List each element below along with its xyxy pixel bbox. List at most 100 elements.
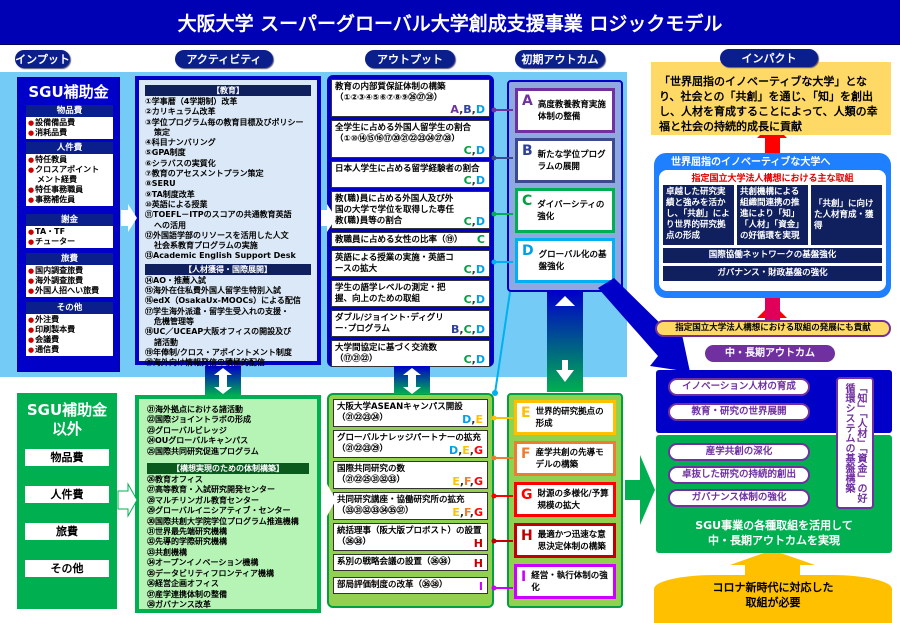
mid-outcome-item: イノベーション人材の育成 <box>668 378 810 396</box>
initiative-item: 「共創」に向けた人材育成・獲得 <box>811 185 882 245</box>
outcome-codes: B,C,D <box>451 323 485 336</box>
initiative-bar: 国際協働ネットワークの基盤強化 <box>663 248 882 263</box>
activity-item: ②カリキュラム改革 <box>145 107 216 117</box>
activity-item: ⑱UC／UCEAP大阪オフィスの開設及び <box>145 327 292 337</box>
outcome-code-c: C <box>476 233 485 246</box>
outcome-code-c: C <box>463 215 472 228</box>
output-refs: （①②③④⑤⑥⑦⑧⑨㉖㉗㉘） <box>335 93 443 103</box>
outcome-code-d: D <box>475 103 485 116</box>
outcome-letter: F <box>521 446 531 462</box>
corona-line: 取組が必要 <box>745 596 801 609</box>
output-item: 教(職)員に占める外国人及び外国の大学で学位を取得した専任教(職)員等の割合 （… <box>331 191 490 229</box>
activity-item: ㉔OUグローバルキャンパス <box>147 436 249 446</box>
outcome-code-c: C <box>463 144 472 157</box>
sgu-funds-box: SGU補助金 物品費 設備備品費 消耗品費 人件費 特任教員 クロスアポイント … <box>17 77 120 372</box>
column-header-impact: インパクト <box>720 49 818 67</box>
outcome-code-c: C <box>463 293 472 306</box>
arrow-corona <box>730 550 815 575</box>
output-item: 大学間協定に基づく交流数 （⑰㉑㉒） C,D <box>331 340 490 367</box>
outcome-letter: C <box>522 193 533 209</box>
fund-category-name: 人件費 <box>26 142 113 154</box>
output-text: 統括理事（阪大版プロボスト）の設置 <box>337 526 482 536</box>
output-item: 日本人学生に占める留学経験者の割合 （①⑩⑫⑬⑰㉑㉒㉓㉔㉕㉙） C,D <box>331 161 490 188</box>
output-item: 共同研究講座・協働研究所の拡充 （㉝㉛㉜㉝㉞㉟㊲） E,F,G <box>333 492 488 520</box>
outcome-code-h: H <box>473 557 483 570</box>
outcome-code-g: G <box>473 475 483 488</box>
corona-box: コロナ新時代に対応した 取組が必要 <box>654 575 892 623</box>
fund-category: 謝金 TA・TF チューター <box>26 214 113 248</box>
page-title: 大阪大学 スーパーグローバル大学創成支援事業 ロジックモデル <box>0 0 900 45</box>
output-refs: （⑰㉑㉒） <box>335 354 378 364</box>
outcome-code-e: E <box>462 444 470 457</box>
activity-item: ㉘マルチリンガル教育センター <box>147 495 259 505</box>
activity-item: ㉞オープンイノベーション機構 <box>147 558 259 568</box>
outcome-text: 財源の多様化/予算規模の拡大 <box>537 488 609 511</box>
activity-item: ⑳海外向け情報発信の積極的配信 <box>145 358 265 368</box>
fund-category: その他 外注費 印刷製本費 会議費 通信費 <box>26 302 113 356</box>
impact-text: 「世界屈指のイノベーティブな大学」となり、社会との「共創」を通じ、「知」を創出し… <box>659 75 878 133</box>
fund-category-name: その他 <box>26 302 113 314</box>
activity-item: ㉖教育オフィス <box>147 475 203 485</box>
activity-item: ⑬Academic English Support Desk <box>145 251 296 261</box>
contribution-pill: 指定国立大学法人構想における取組の発展にも貢献 <box>655 320 891 337</box>
output-refs: （㊱㊳） <box>413 580 448 590</box>
output-refs: （㊱㊳） <box>422 557 457 567</box>
activity-item: ⑥シラバスの実質化 <box>145 158 216 168</box>
output-refs: （㉑㉒㉓㉔） <box>337 413 389 423</box>
outcome-text: 新たな学位プログラムの展開 <box>537 149 606 172</box>
outcome-text: グローバル化の基盤強化 <box>538 249 607 272</box>
outcome-codes: E,F,G <box>452 506 483 519</box>
activity-item: ④科目ナンバリング <box>145 138 216 148</box>
outputs-top-box: 教育の内部質保証体制の構築 （①②③④⑤⑥⑦⑧⑨㉖㉗㉘） A,B,D 全学生に占… <box>327 75 494 367</box>
fund-item: 海外調査旅費 <box>28 276 111 286</box>
arrow-to-mid-outcome <box>598 278 690 372</box>
outcome-codes: C,D <box>463 215 485 228</box>
outcome-letter: B <box>522 143 533 159</box>
fund-category: 物品費 設備備品費 消耗品費 <box>26 105 113 139</box>
designated-univ-header: 世界屈指のイノベーティブな大学へ <box>671 157 831 168</box>
output-text: 教育の内部質保証体制の構築 <box>335 82 446 92</box>
activity-item: ㉛世界最先端研究機構 <box>147 527 227 537</box>
activity-item: ⑫外国語学部のリソースを活用した人文 <box>145 230 289 240</box>
mid-outcome-item: 卓抜した研究の持続的創出 <box>668 466 810 484</box>
output-item: ダブル/ジョイント･ディグリー･プログラム （①④⑩㉑㉙） B,C,D <box>331 310 490 337</box>
fund-item: 特任事務職員 <box>28 185 111 195</box>
arrow-red-shaft <box>765 298 780 320</box>
corona-line: コロナ新時代に対応した <box>712 581 834 594</box>
outcome-code-d: D <box>475 353 485 366</box>
fund-category: 旅費 国内調査旅費 海外調査旅費 外国人招へい旅費 <box>26 253 113 297</box>
fund-category: 人件費 特任教員 クロスアポイント メント経費 特任事務職員 事務補佐員 <box>26 142 113 206</box>
activities-bottom-box: ㉑海外拠点における諸活動 ㉒国際ジョイントラボの形成 ㉓グローバルビレッジ ㉔O… <box>135 395 321 613</box>
activity-item: ㊱経営企画オフィス <box>147 579 219 589</box>
activity-item: ㉕国際共同研究促進プログラム <box>147 446 259 456</box>
output-text: 日本人学生に占める留学経験者の割合 <box>335 164 480 174</box>
output-item: 国際共同研究の数 （㉑㉒㉕㉛㉜㉝） E,F,G <box>333 461 488 489</box>
fund-category-name: 物品費 <box>26 105 113 117</box>
activity-item: ⑭AO・推薦入試 <box>145 275 206 285</box>
sgu-realize-text: SGU事業の各種取組を活用して 中・長期アウトカムを実現 <box>660 518 888 548</box>
up-arrow-icon <box>555 296 575 306</box>
mid-long-outcome-label: 中・長期アウトカム <box>705 345 835 362</box>
fund-item: 事務補佐員 <box>28 195 111 205</box>
outcome-letter: D <box>522 243 534 259</box>
non-sgu-funds-box: SGU補助金以外 物品費 人件費 旅費 その他 <box>17 393 117 609</box>
outcome-letter: H <box>521 528 533 544</box>
outcome-codes: D,E <box>462 413 483 426</box>
fund-category: 人件費 <box>25 486 109 503</box>
fund-category: 旅費 <box>25 523 109 540</box>
arrow-bottom-to-mid-outcome <box>625 455 655 525</box>
activity-item: ㉒国際ジョイントラボの形成 <box>147 415 251 425</box>
activity-item: ㉙グローバルイニシアティブ・センター <box>147 506 291 516</box>
outcome-code-g: G <box>473 444 483 457</box>
activity-item: ㉟データビリティフロンティア機構 <box>147 568 275 578</box>
outcome-code-b: B <box>463 103 472 116</box>
outcome-code-f: F <box>464 475 470 488</box>
activity-item: ⑨TA制度改革 <box>145 189 195 199</box>
outcome-codes: C,D <box>463 144 485 157</box>
down-arrow-icon <box>556 360 574 382</box>
fund-item: 外注費 <box>28 315 111 325</box>
